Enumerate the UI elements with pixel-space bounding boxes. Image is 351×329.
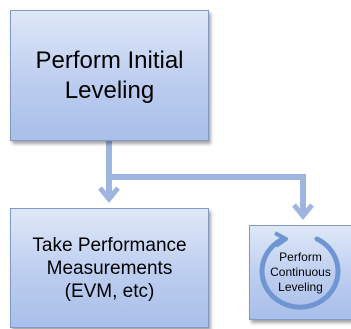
node-label-measurements: Take Performance Measurements (EVM, etc) [32, 234, 187, 302]
node-label-continuous: Perform Continuous Leveling [270, 250, 331, 294]
cycle-arrow-icon [259, 231, 341, 310]
node-label-initial: Perform Initial Leveling [35, 46, 184, 104]
arrowhead-to-continuous [292, 203, 314, 220]
node-label-continuous-wrap: Perform Continuous Leveling [250, 226, 351, 319]
node-take-performance-measurements: Take Performance Measurements (EVM, etc) [10, 208, 209, 328]
arrowhead-to-measurements [98, 186, 120, 203]
connector-to-continuous [109, 174, 306, 216]
node-perform-initial-leveling: Perform Initial Leveling [10, 10, 209, 141]
node-perform-continuous-leveling: Perform Continuous Leveling [249, 225, 351, 320]
